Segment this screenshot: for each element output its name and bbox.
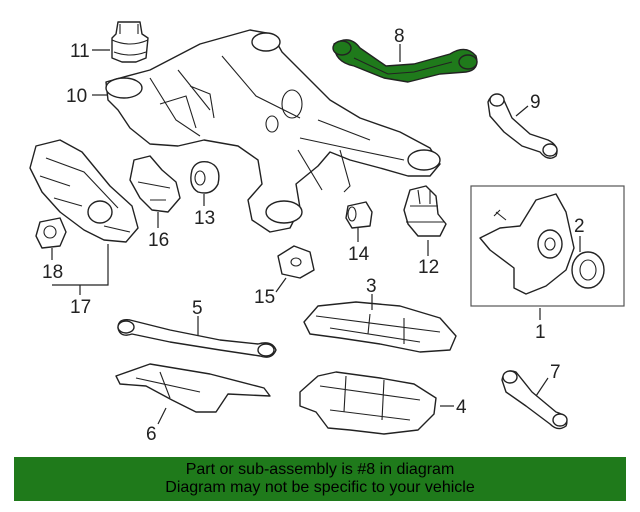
part-1-knuckle-assembly[interactable] xyxy=(470,185,625,307)
part-18-bushing[interactable] xyxy=(35,217,67,249)
part-3-lower-arm[interactable] xyxy=(303,301,457,353)
callout-3: 3 xyxy=(366,276,377,297)
callout-12: 12 xyxy=(418,257,439,278)
callout-16: 16 xyxy=(148,230,169,251)
part-4-cover[interactable] xyxy=(299,371,437,435)
part-5-link[interactable] xyxy=(117,318,277,358)
part-9-link[interactable] xyxy=(487,93,558,159)
part-6-shield[interactable] xyxy=(115,363,271,413)
callout-8: 8 xyxy=(394,26,405,47)
callout-18: 18 xyxy=(42,262,63,283)
banner-line-2: Diagram may not be specific to your vehi… xyxy=(165,479,475,496)
callout-5: 5 xyxy=(192,298,203,319)
callout-17: 17 xyxy=(70,297,91,318)
callout-11: 11 xyxy=(70,41,90,62)
part-15-bracket[interactable] xyxy=(277,245,315,279)
part-16-mount[interactable] xyxy=(129,155,181,213)
leader-lines xyxy=(51,44,581,425)
callout-1: 1 xyxy=(535,322,546,343)
part-8-control-arm[interactable] xyxy=(332,39,478,83)
callout-7: 7 xyxy=(550,362,561,383)
part-10-subframe[interactable] xyxy=(105,29,441,233)
part-12-mount[interactable] xyxy=(403,185,447,237)
callout-6: 6 xyxy=(146,424,157,445)
info-banner: Part or sub-assembly is #8 in diagram Di… xyxy=(14,457,626,501)
callout-15: 15 xyxy=(254,287,275,308)
callout-labels: 11 10 8 9 13 16 18 17 14 12 15 2 1 3 5 4… xyxy=(42,26,585,445)
callout-14: 14 xyxy=(348,244,370,265)
callout-9: 9 xyxy=(530,92,541,113)
part-13-bushing[interactable] xyxy=(190,160,220,194)
callout-4: 4 xyxy=(456,397,467,418)
banner-line-1: Part or sub-assembly is #8 in diagram xyxy=(185,461,455,478)
part-2-hub-bearing[interactable] xyxy=(571,251,605,289)
callout-13: 13 xyxy=(194,208,215,229)
part-14-bushing[interactable] xyxy=(345,201,373,229)
part-17-bracket[interactable] xyxy=(29,139,139,243)
part-11-bushing[interactable] xyxy=(111,21,149,63)
parts-diagram: 11 10 8 9 13 16 18 17 14 12 15 2 1 3 5 4… xyxy=(29,21,625,445)
callout-10: 10 xyxy=(66,86,87,107)
part-7-link[interactable] xyxy=(501,370,568,430)
callout-2: 2 xyxy=(574,216,585,237)
